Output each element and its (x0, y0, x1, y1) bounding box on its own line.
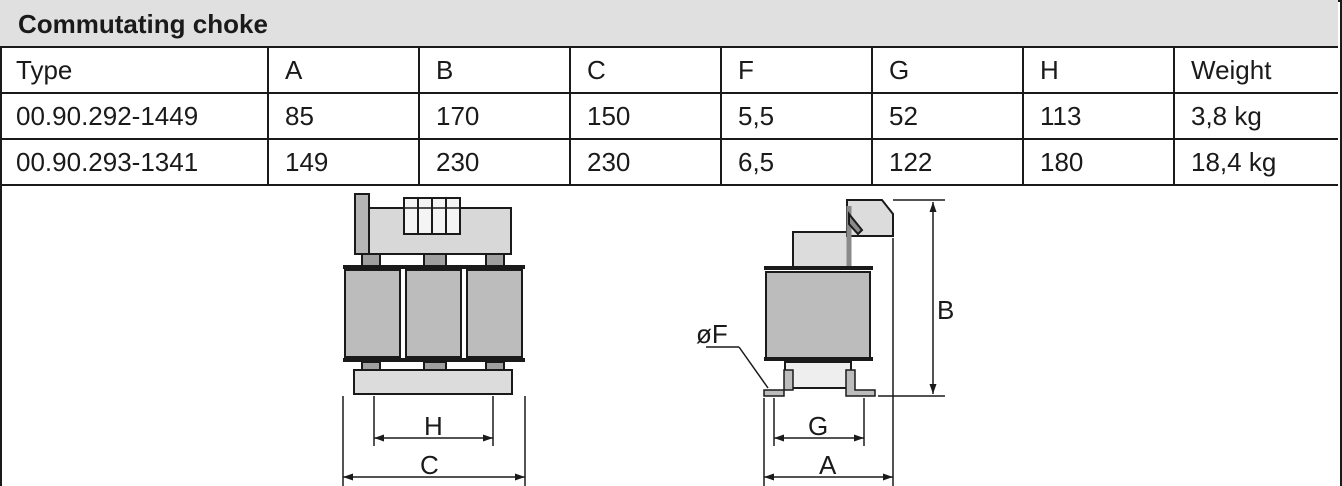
dimension-label-b: B (937, 295, 954, 325)
dimension-label-h: H (424, 411, 443, 441)
cell-h: 180 (1022, 138, 1175, 186)
header-b: B (418, 46, 571, 94)
dimension-label-c: C (420, 450, 439, 480)
cell-weight: 18,4 kg (1173, 138, 1338, 186)
cell-f: 5,5 (720, 92, 873, 140)
header-g: G (871, 46, 1024, 94)
front-view (342, 193, 526, 486)
cell-g: 122 (871, 138, 1024, 186)
header-type: Type (0, 46, 269, 94)
table-row: 00.90.292-1449 85 170 150 5,5 52 113 3,8… (0, 92, 1338, 140)
header-weight: Weight (1173, 46, 1338, 94)
cell-g: 52 (871, 92, 1024, 140)
header-a: A (267, 46, 420, 94)
cell-b: 170 (418, 92, 571, 140)
side-view (706, 199, 945, 486)
cell-c: 230 (569, 138, 722, 186)
cell-weight: 3,8 kg (1173, 92, 1338, 140)
table-row: 00.90.293-1341 149 230 230 6,5 122 180 1… (0, 138, 1338, 186)
page-title: Commutating choke (18, 9, 268, 39)
table-header-row: Type A B C F G H Weight (0, 46, 1338, 94)
header-f: F (720, 46, 873, 94)
cell-b: 230 (418, 138, 571, 186)
cell-type: 00.90.292-1449 (0, 92, 269, 140)
cell-c: 150 (569, 92, 722, 140)
dimension-label-f: øF (696, 319, 728, 349)
dimensions-table: Type A B C F G H Weight 00.90.292-1449 8… (0, 46, 1338, 186)
cell-h: 113 (1022, 92, 1175, 140)
cell-f: 6,5 (720, 138, 873, 186)
header-c: C (569, 46, 722, 94)
dimension-label-a: A (819, 450, 837, 480)
choke-dimension-drawing: H C øF B G A (342, 193, 954, 486)
header-h: H (1022, 46, 1175, 94)
cell-type: 00.90.293-1341 (0, 138, 269, 186)
dimension-label-g: G (808, 411, 828, 441)
cell-a: 149 (267, 138, 420, 186)
cell-a: 85 (267, 92, 420, 140)
title-bar: Commutating choke (0, 0, 1338, 48)
